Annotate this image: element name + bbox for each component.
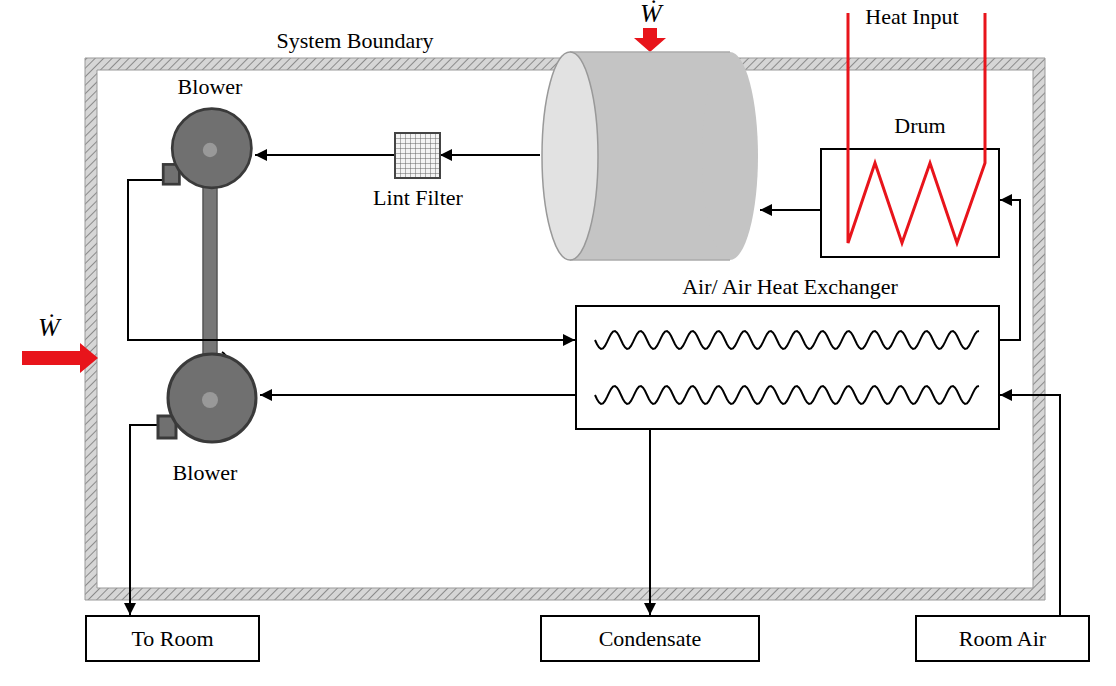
work-symbol: Ẇ xyxy=(640,0,662,28)
heat-exchanger: Air/ Air Heat Exchanger xyxy=(575,305,1000,430)
airflow-arrow xyxy=(260,394,575,396)
blower: Blower xyxy=(160,350,260,450)
outlet-box: To Room xyxy=(85,615,260,662)
blower-shape xyxy=(165,105,255,195)
node-label: Room Air xyxy=(959,626,1046,651)
airflow-arrow xyxy=(1000,395,1060,615)
airflow-arrow xyxy=(255,154,395,156)
node-label: Condensate xyxy=(599,626,702,651)
blower: Blower xyxy=(165,105,255,195)
node-label: Lint Filter xyxy=(373,185,463,210)
heat-exchanger-shape xyxy=(575,305,1000,430)
node-label: Air/ Air Heat Exchanger xyxy=(682,274,898,299)
drum: Drum xyxy=(540,50,760,262)
blower-shape xyxy=(160,350,260,450)
work-symbol: Ẇ xyxy=(38,314,60,342)
inlet-box: Room Air xyxy=(915,615,1090,662)
airflow-arrow xyxy=(130,425,160,615)
node-label: Heat Input xyxy=(865,4,958,29)
node-label: To Room xyxy=(131,626,213,651)
lint-filter-shape xyxy=(395,133,440,178)
system-boundary: BlowerLint FilterDrumHeat InputAir/ Air … xyxy=(85,58,1045,600)
condensate-box: Condensate xyxy=(540,615,760,662)
airflow-arrow xyxy=(1000,200,1020,340)
work-arrow xyxy=(22,343,98,373)
drum-shape xyxy=(540,50,760,262)
node-label: Blower xyxy=(173,460,238,485)
airflow-arrow xyxy=(649,430,651,615)
airflow-arrow xyxy=(760,209,820,211)
airflow-arrow xyxy=(440,154,540,156)
node-label: Blower xyxy=(178,74,243,99)
node-label: System Boundary xyxy=(276,28,433,53)
heater-shape xyxy=(820,148,1000,258)
node-label: Drum xyxy=(894,113,945,138)
airflow-arrow xyxy=(128,180,575,340)
lint-filter: Lint Filter xyxy=(395,133,440,178)
work-arrow xyxy=(634,28,666,52)
heater: Heat Input xyxy=(820,148,1000,258)
